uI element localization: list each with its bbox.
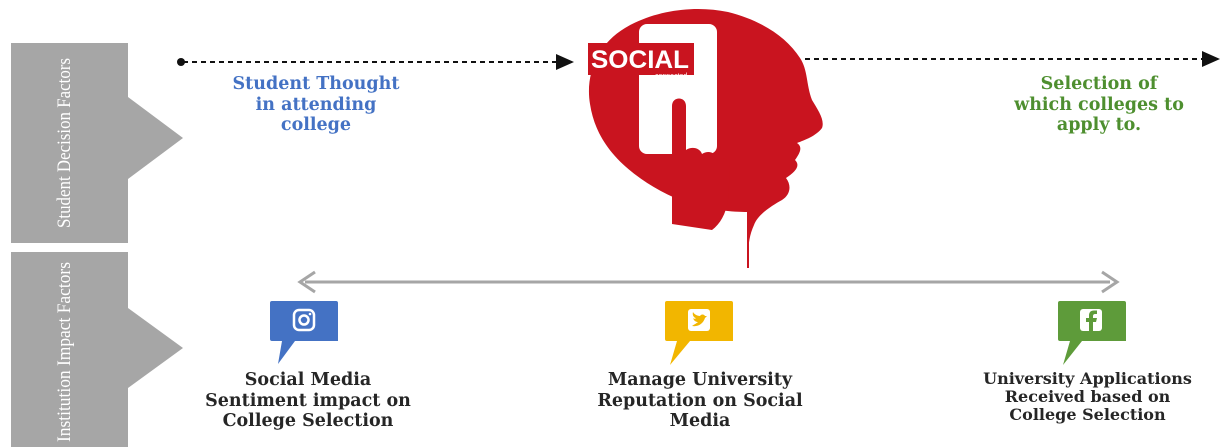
instagram-speech-bubble	[270, 301, 338, 364]
social-head-icon: SOCIAL connected	[588, 8, 823, 268]
twitter-icon	[688, 309, 710, 331]
college-selection-text: Selection of which colleges to apply to.	[1014, 74, 1184, 136]
pointing-hand-icon	[672, 98, 731, 230]
top-flow-start-arrow	[177, 54, 574, 70]
institution-impact-factors-label: Institution Impact Factors	[54, 262, 75, 442]
connected-word: connected	[655, 73, 687, 80]
student-decision-factors-label: Student Decision Factors	[54, 58, 75, 228]
factor-university-reputation: Manage University Reputation on Social M…	[597, 370, 803, 432]
facebook-speech-bubble	[1058, 301, 1126, 365]
factor-university-applications: University Applications Received based o…	[983, 369, 1192, 424]
double-headed-arrow	[297, 270, 1120, 294]
facebook-icon	[1080, 309, 1102, 331]
factor-social-media-sentiment: Social Media Sentiment impact on College…	[205, 370, 411, 432]
institution-impact-factors-box: Institution Impact Factors	[11, 252, 183, 447]
student-decision-factors-box: Student Decision Factors	[11, 43, 183, 243]
instagram-icon	[292, 308, 316, 332]
twitter-speech-bubble	[665, 301, 733, 365]
student-thought-text: Student Thought in attending college	[232, 74, 400, 136]
social-word: SOCIAL	[591, 46, 689, 74]
